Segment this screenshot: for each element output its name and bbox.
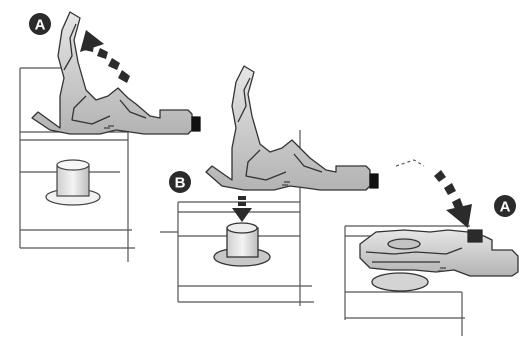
battery-clamp — [360, 230, 518, 276]
terminal-post — [214, 223, 270, 266]
curved-dashed-arrow-icon — [80, 30, 130, 83]
curved-dashed-arrow-icon — [434, 170, 472, 228]
step-badge-a: A — [29, 13, 51, 35]
down-dashed-arrow-icon — [232, 196, 252, 222]
step-badge-b: B — [169, 171, 191, 193]
badge-label: B — [175, 175, 186, 192]
badge-label: A — [500, 199, 511, 216]
battery-clamp — [32, 12, 200, 134]
badge-label: A — [35, 17, 46, 34]
terminal-post — [46, 160, 100, 205]
step-left-open: A — [20, 12, 200, 262]
step-badge-a: A — [494, 195, 516, 217]
battery-clamp — [206, 66, 378, 190]
